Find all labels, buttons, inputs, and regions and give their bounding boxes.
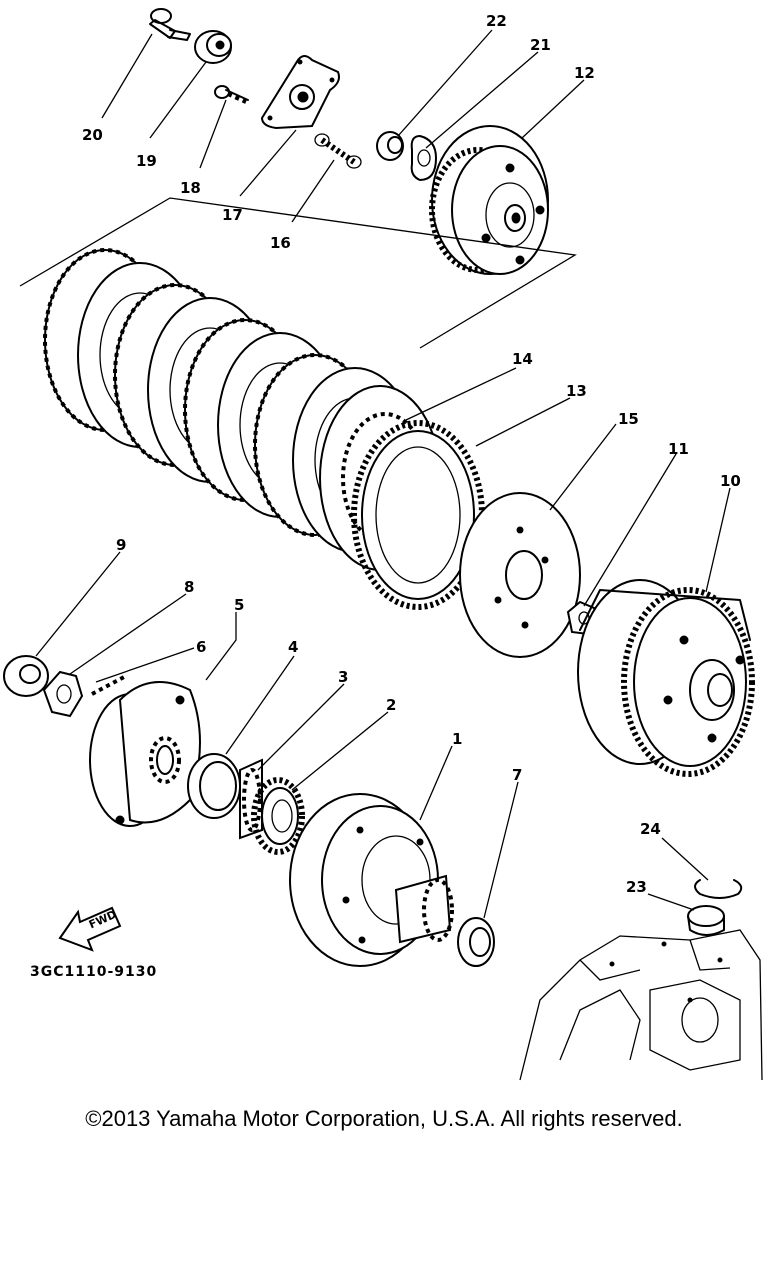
part-24-circlip <box>694 879 743 899</box>
callout-11: 11 <box>668 440 689 458</box>
callout-19: 19 <box>136 152 157 170</box>
callout-1: 1 <box>452 730 462 748</box>
callout-20: 20 <box>82 126 103 144</box>
crankcase-outline <box>519 929 763 1081</box>
part-15-plate <box>459 492 581 658</box>
callout-3: 3 <box>338 668 348 686</box>
callout-13: 13 <box>566 382 587 400</box>
part-6-spring <box>91 674 127 696</box>
callout-12: 12 <box>574 64 595 82</box>
part-16-spring <box>314 133 362 169</box>
fwd-arrow: FWD <box>58 906 122 952</box>
copyright-notice: ©2013 Yamaha Motor Corporation, U.S.A. A… <box>85 1106 683 1131</box>
callout-labels: 20 19 18 17 16 22 21 12 14 13 15 11 10 9… <box>82 12 741 896</box>
part-17-pressure-plate <box>260 55 340 130</box>
callout-16: 16 <box>270 234 291 252</box>
callout-6: 6 <box>196 638 206 656</box>
callout-21: 21 <box>530 36 551 54</box>
part-20-bolt <box>149 8 191 41</box>
callout-18: 18 <box>180 179 201 197</box>
part-4-washer <box>187 753 241 819</box>
part-1-clutch-carrier <box>289 793 454 967</box>
callout-4: 4 <box>288 638 298 656</box>
leader-lines <box>35 29 731 919</box>
callout-2: 2 <box>386 696 396 714</box>
part-3-collar <box>239 758 263 840</box>
part-8-lock-washer <box>42 670 84 718</box>
part-12-clutch-boss <box>429 125 549 275</box>
callout-17: 17 <box>222 206 243 224</box>
callout-22: 22 <box>486 12 507 30</box>
callout-10: 10 <box>720 472 741 490</box>
callout-15: 15 <box>618 410 639 428</box>
part-9-washer <box>3 655 49 697</box>
part-19-bearing <box>194 30 232 64</box>
clutch-exploded-diagram: 20 19 18 17 16 22 21 12 14 13 15 11 10 9… <box>3 8 763 1081</box>
part-18-screw <box>214 85 249 104</box>
part-21-lock-washer <box>410 134 438 182</box>
callout-23: 23 <box>626 878 647 896</box>
callout-5: 5 <box>234 596 244 614</box>
callout-14: 14 <box>512 350 533 368</box>
part-2-one-way-clutch <box>251 777 305 855</box>
callout-9: 9 <box>116 536 126 554</box>
part-23-plug <box>687 905 725 936</box>
plate-set-bracket <box>19 197 577 349</box>
part-7-washer <box>457 917 495 967</box>
callout-24: 24 <box>640 820 661 838</box>
diagram-code: 3GC1110-9130 <box>30 964 157 980</box>
part-5-shoe-assembly <box>89 681 201 827</box>
callout-7: 7 <box>512 766 522 784</box>
part-10-clutch-housing <box>577 579 755 777</box>
callout-8: 8 <box>184 578 194 596</box>
part-22-washer <box>376 131 404 161</box>
